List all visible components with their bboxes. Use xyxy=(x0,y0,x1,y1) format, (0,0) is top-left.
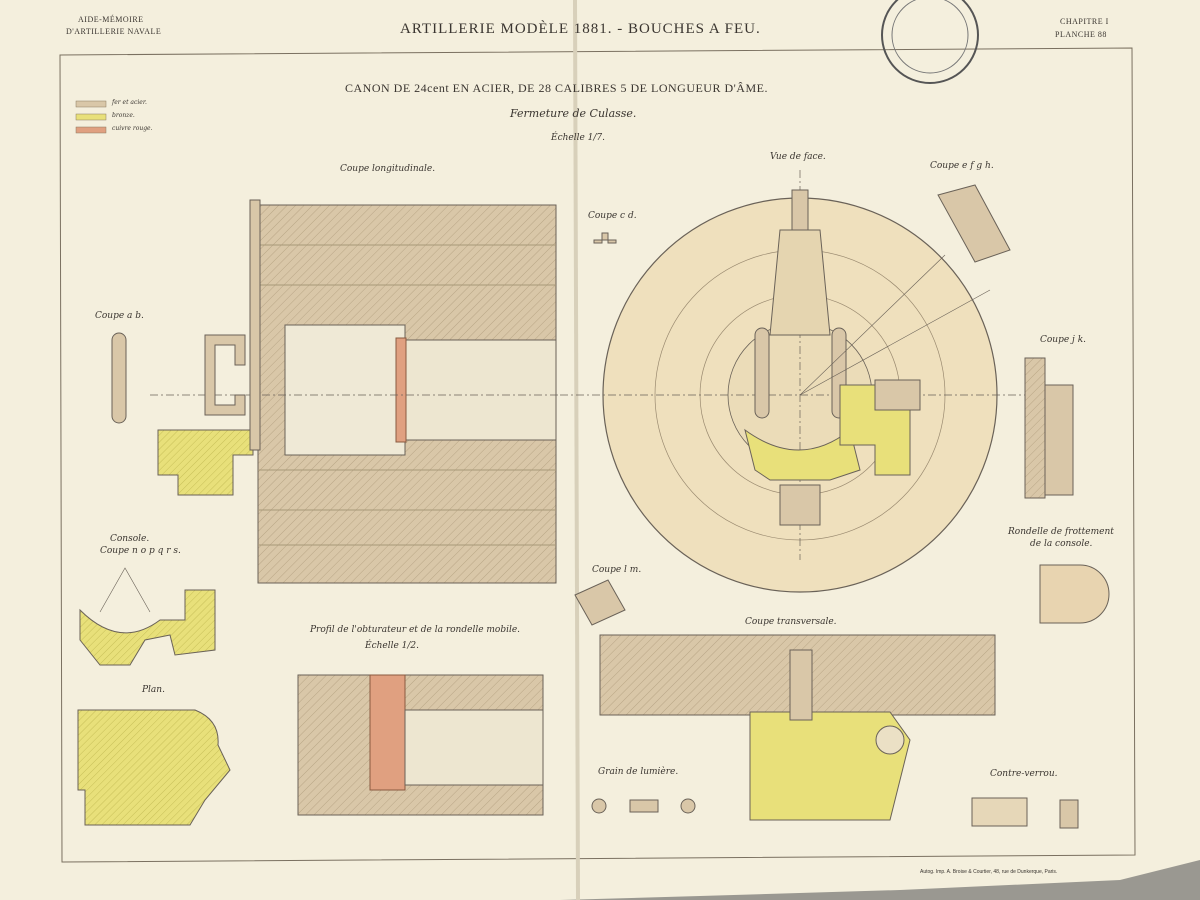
printer-imprint: Autog. Imp. A. Broise & Courtier, 48, ru… xyxy=(920,869,1058,875)
legend-label-steel: fer et acier. xyxy=(112,99,147,106)
plate-scale: Échelle 1/7. xyxy=(551,133,606,143)
header-right-line1: CHAPITRE I xyxy=(1060,17,1109,26)
label-console-line1: Console. xyxy=(110,534,150,544)
plate-title: CANON DE 24cent EN ACIER, DE 28 CALIBRES… xyxy=(345,81,768,95)
label-rondelle-line2: de la console. xyxy=(1030,539,1093,549)
header-right-line2: PLANCHE 88 xyxy=(1055,30,1107,39)
label-coupe-ab: Coupe a b. xyxy=(95,311,144,321)
coupe-ab-drawing xyxy=(111,332,127,424)
plate-subtitle: Fermeture de Culasse. xyxy=(510,107,637,120)
plan-drawing xyxy=(77,709,231,826)
label-vue-de-face: Vue de face. xyxy=(770,152,826,162)
coupe-transversale-drawing xyxy=(599,634,996,821)
coupe-lm-drawing xyxy=(574,579,626,626)
label-coupe-efgh: Coupe e f g h. xyxy=(930,161,994,171)
label-grain-de-lumiere: Grain de lumière. xyxy=(598,767,679,777)
coupe-efgh-drawing xyxy=(937,184,1011,263)
label-coupe-jk: Coupe j k. xyxy=(1040,335,1087,345)
plate-frame xyxy=(59,47,1136,863)
book-fold xyxy=(573,0,580,900)
coupe-longitudinale-drawing xyxy=(150,199,560,584)
label-profil-line1: Profil de l'obturateur et de la rondelle… xyxy=(310,625,521,635)
label-coupe-lm: Coupe l m. xyxy=(592,565,642,575)
header-title: ARTILLERIE MODÈLE 1881. - BOUCHES A FEU. xyxy=(400,21,761,37)
profil-obturateur-drawing xyxy=(297,674,544,816)
label-coupe-cd: Coupe c d. xyxy=(588,211,637,221)
console-drawing xyxy=(79,589,216,666)
legend-swatch-steel xyxy=(75,100,107,108)
coupe-cd-drawing xyxy=(593,232,617,244)
label-coupe-longitudinale: Coupe longitudinale. xyxy=(340,164,436,174)
label-contre-verrou: Contre-verrou. xyxy=(990,769,1058,779)
label-rondelle-line1: Rondelle de frottement xyxy=(1008,527,1114,537)
legend-swatch-copper xyxy=(75,126,107,134)
console-construction-lines xyxy=(99,567,151,613)
header-left-line2: D'ARTILLERIE NAVALE xyxy=(66,27,162,36)
legend-label-bronze: bronze. xyxy=(112,112,135,119)
label-console-line2: Coupe n o p q r s. xyxy=(100,546,181,556)
header-left-line1: AIDE-MÉMOIRE xyxy=(78,15,144,24)
label-coupe-transversale: Coupe transversale. xyxy=(745,617,837,627)
vue-de-face-drawing xyxy=(560,170,1040,593)
contre-verrou-drawing xyxy=(971,797,1079,829)
coupe-jk-drawing xyxy=(1024,357,1074,499)
library-stamp xyxy=(881,0,979,84)
rondelle-drawing xyxy=(1039,564,1110,624)
label-profil-line2: Échelle 1/2. xyxy=(365,641,420,651)
grain-de-lumiere-drawing xyxy=(591,798,696,814)
legend-swatch-bronze xyxy=(75,113,107,121)
legend-label-copper: cuivre rouge. xyxy=(112,125,153,132)
label-plan: Plan. xyxy=(142,685,165,695)
